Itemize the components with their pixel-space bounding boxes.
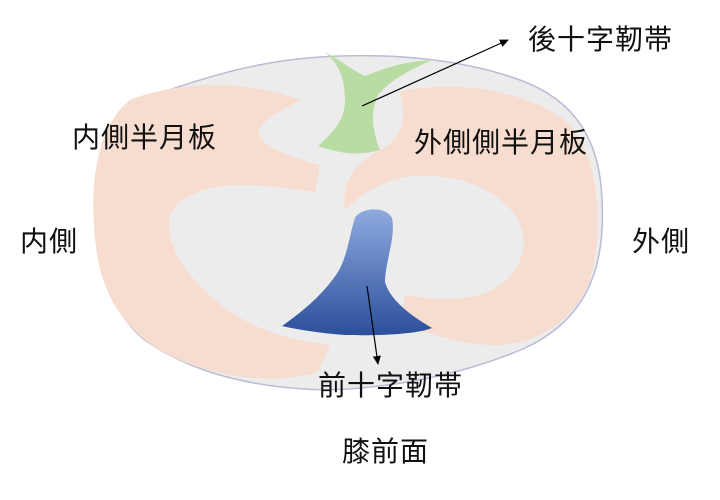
lateral-meniscus-shape <box>344 86 598 346</box>
medial-side-label: 内側 <box>20 225 79 258</box>
lateral-meniscus-label: 外側側半月板 <box>414 126 589 159</box>
pcl-pointer-arrow <box>361 39 509 107</box>
pcl-label: 後十字靭帯 <box>528 23 674 56</box>
anterior-side-label: 膝前面 <box>342 435 430 468</box>
lateral-side-label: 外側 <box>632 225 691 258</box>
medial-meniscus-shape <box>93 85 330 379</box>
acl-label: 前十字靭帯 <box>318 369 464 402</box>
medial-meniscus-label: 内側半月板 <box>72 121 218 154</box>
acl-shape <box>282 209 432 336</box>
acl-pointer-arrow <box>366 285 381 365</box>
pcl-shape <box>318 52 432 154</box>
